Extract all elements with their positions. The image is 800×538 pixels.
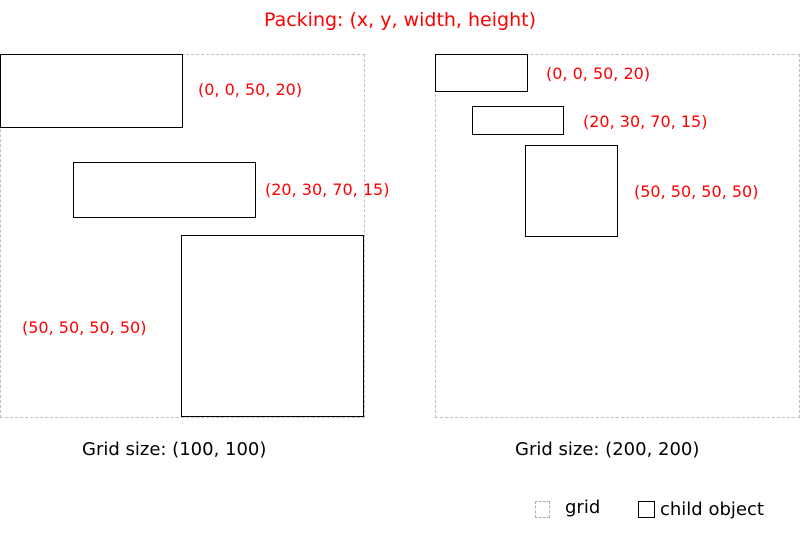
child-object-1: [435, 54, 528, 92]
child-object-2: [472, 106, 564, 135]
grid-size-caption: Grid size: (100, 100): [82, 439, 267, 460]
child-object-1: [0, 54, 183, 128]
child-label-3: (50, 50, 50, 50): [634, 182, 759, 201]
child-object-3: [181, 235, 364, 417]
diagram-title: Packing: (x, y, width, height): [263, 9, 536, 31]
grid-legend-swatch: [535, 501, 550, 518]
child-object-2: [73, 162, 256, 218]
child-object-3: [525, 145, 618, 237]
grid-legend-label: grid: [565, 497, 601, 518]
child-legend-label: child object: [660, 499, 764, 520]
child-label-1: (0, 0, 50, 20): [546, 64, 651, 83]
child-label-2: (20, 30, 70, 15): [583, 112, 708, 131]
child-legend-swatch: [638, 501, 655, 518]
child-label-2: (20, 30, 70, 15): [265, 180, 390, 199]
grid-size-caption: Grid size: (200, 200): [515, 439, 700, 460]
child-label-3: (50, 50, 50, 50): [22, 318, 147, 337]
child-label-1: (0, 0, 50, 20): [198, 80, 303, 99]
